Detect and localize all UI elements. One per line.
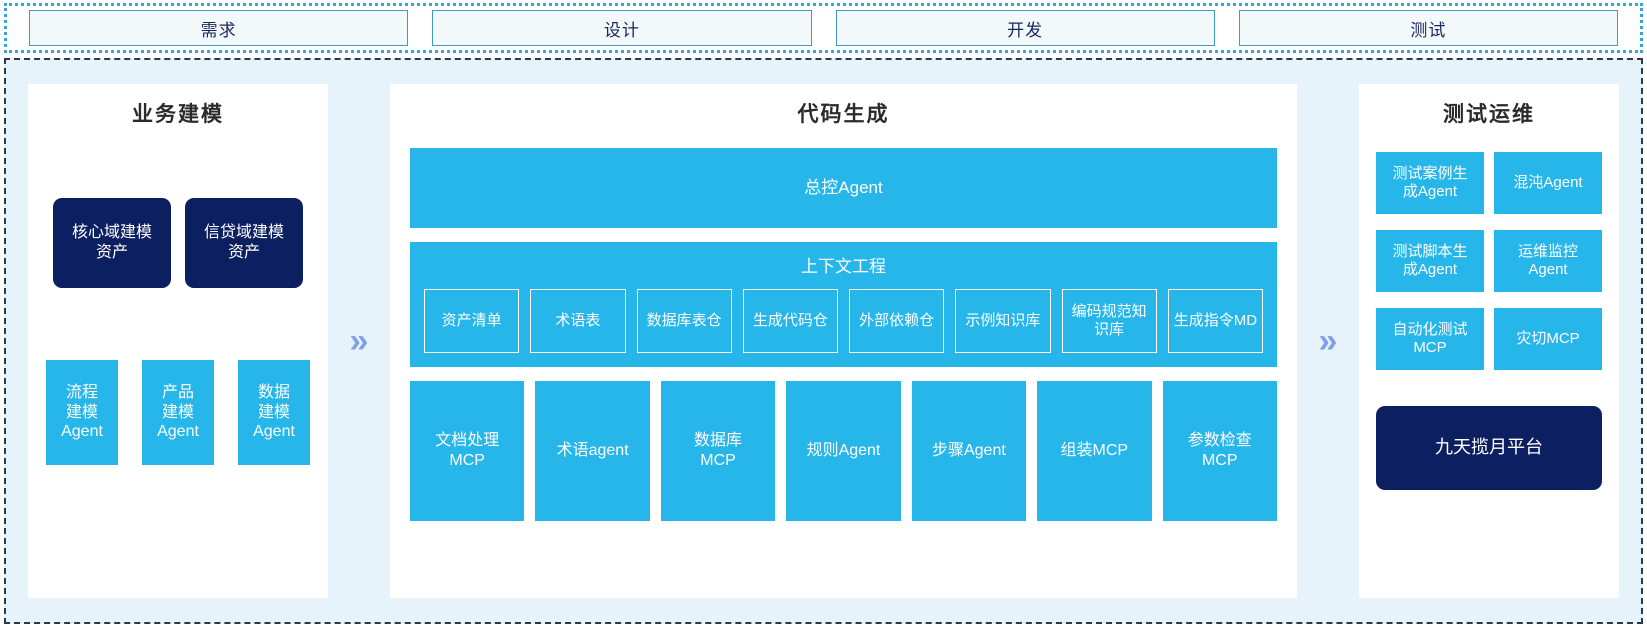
chevron-right-icon-2: »: [1318, 322, 1338, 360]
panel-test-operations: 测试运维 测试案例生 成Agent 混沌Agent 测试脚本生 成Agent 运…: [1359, 84, 1619, 598]
panel-title-business-modeling: 业务建模: [132, 103, 224, 126]
master-agent-bar[interactable]: 总控Agent: [410, 148, 1277, 228]
tool-glossary-agent[interactable]: 术语agent: [535, 381, 650, 521]
code-generation-tools-row: 文档处理 MCP 术语agent 数据库 MCP 规则Agent 步骤Agent…: [410, 381, 1277, 521]
jiutian-lanyue-platform[interactable]: 九天揽月平台: [1376, 406, 1602, 490]
ctx-item-asset-inventory[interactable]: 资产清单: [424, 289, 520, 353]
chaos-agent[interactable]: 混沌Agent: [1494, 152, 1602, 214]
panel-code-generation: 代码生成 总控Agent 上下文工程 资产清单 术语表 数据库表仓 生成代码仓 …: [390, 84, 1297, 598]
main-area: 业务建模 核心域建模 资产 信贷域建模 资产 流程 建模 Agent 产品 建模…: [4, 58, 1643, 624]
ctx-item-example-knowledge-base[interactable]: 示例知识库: [955, 289, 1051, 353]
automated-testing-mcp[interactable]: 自动化测试 MCP: [1376, 308, 1484, 370]
tool-document-processing-mcp[interactable]: 文档处理 MCP: [410, 381, 525, 521]
panel-business-modeling: 业务建模 核心域建模 资产 信贷域建模 资产 流程 建模 Agent 产品 建模…: [28, 84, 328, 598]
tool-assembly-mcp[interactable]: 组装MCP: [1037, 381, 1152, 521]
context-engineering-items: 资产清单 术语表 数据库表仓 生成代码仓 外部依赖仓 示例知识库 编码规范知识库…: [424, 289, 1263, 353]
asset-credit-domain-modeling[interactable]: 信贷域建模 资产: [185, 198, 303, 288]
operations-monitoring-agent[interactable]: 运维监控 Agent: [1494, 230, 1602, 292]
ctx-item-db-table-repo[interactable]: 数据库表仓: [636, 289, 732, 353]
phase-strip: 需求 设计 开发 测试: [4, 3, 1643, 53]
agent-process-modeling[interactable]: 流程 建模 Agent: [46, 360, 118, 465]
context-engineering-block: 上下文工程 资产清单 术语表 数据库表仓 生成代码仓 外部依赖仓 示例知识库 编…: [410, 242, 1277, 367]
panel-title-test-operations: 测试运维: [1443, 103, 1535, 126]
test-case-generation-agent[interactable]: 测试案例生 成Agent: [1376, 152, 1484, 214]
phase-box-design[interactable]: 设计: [432, 10, 812, 46]
panel-title-code-generation: 代码生成: [797, 103, 890, 126]
code-generation-content: 总控Agent 上下文工程 资产清单 术语表 数据库表仓 生成代码仓 外部依赖仓…: [390, 148, 1297, 537]
test-operations-grid: 测试案例生 成Agent 混沌Agent 测试脚本生 成Agent 运维监控 A…: [1376, 152, 1602, 370]
ctx-item-coding-standard-knowledge-base[interactable]: 编码规范知识库: [1061, 289, 1157, 353]
tool-step-agent[interactable]: 步骤Agent: [911, 381, 1027, 521]
chevron-right-icon-1: »: [349, 322, 369, 360]
tool-database-mcp[interactable]: 数据库 MCP: [660, 381, 776, 521]
phase-box-testing[interactable]: 测试: [1238, 10, 1618, 46]
business-modeling-agents-row: 流程 建模 Agent 产品 建模 Agent 数据 建模 Agent: [46, 360, 310, 465]
agent-data-modeling[interactable]: 数据 建模 Agent: [238, 360, 310, 465]
ctx-item-generation-instruction-md[interactable]: 生成指令MD: [1167, 289, 1263, 353]
disaster-switch-mcp[interactable]: 灾切MCP: [1494, 308, 1602, 370]
context-engineering-title: 上下文工程: [801, 257, 886, 276]
ctx-item-external-dependency-repo[interactable]: 外部依赖仓: [849, 289, 945, 353]
test-script-generation-agent[interactable]: 测试脚本生 成Agent: [1376, 230, 1484, 292]
tool-parameter-check-mcp[interactable]: 参数检查 MCP: [1162, 381, 1277, 521]
agent-product-modeling[interactable]: 产品 建模 Agent: [142, 360, 214, 465]
ctx-item-generated-code-repo[interactable]: 生成代码仓: [742, 289, 838, 353]
phase-box-requirement[interactable]: 需求: [29, 10, 409, 46]
business-modeling-assets-row: 核心域建模 资产 信贷域建模 资产: [53, 198, 303, 288]
asset-core-domain-modeling[interactable]: 核心域建模 资产: [53, 198, 171, 288]
tool-rule-agent[interactable]: 规则Agent: [786, 381, 901, 521]
ctx-item-glossary[interactable]: 术语表: [530, 289, 626, 353]
phase-box-development[interactable]: 开发: [835, 10, 1215, 46]
